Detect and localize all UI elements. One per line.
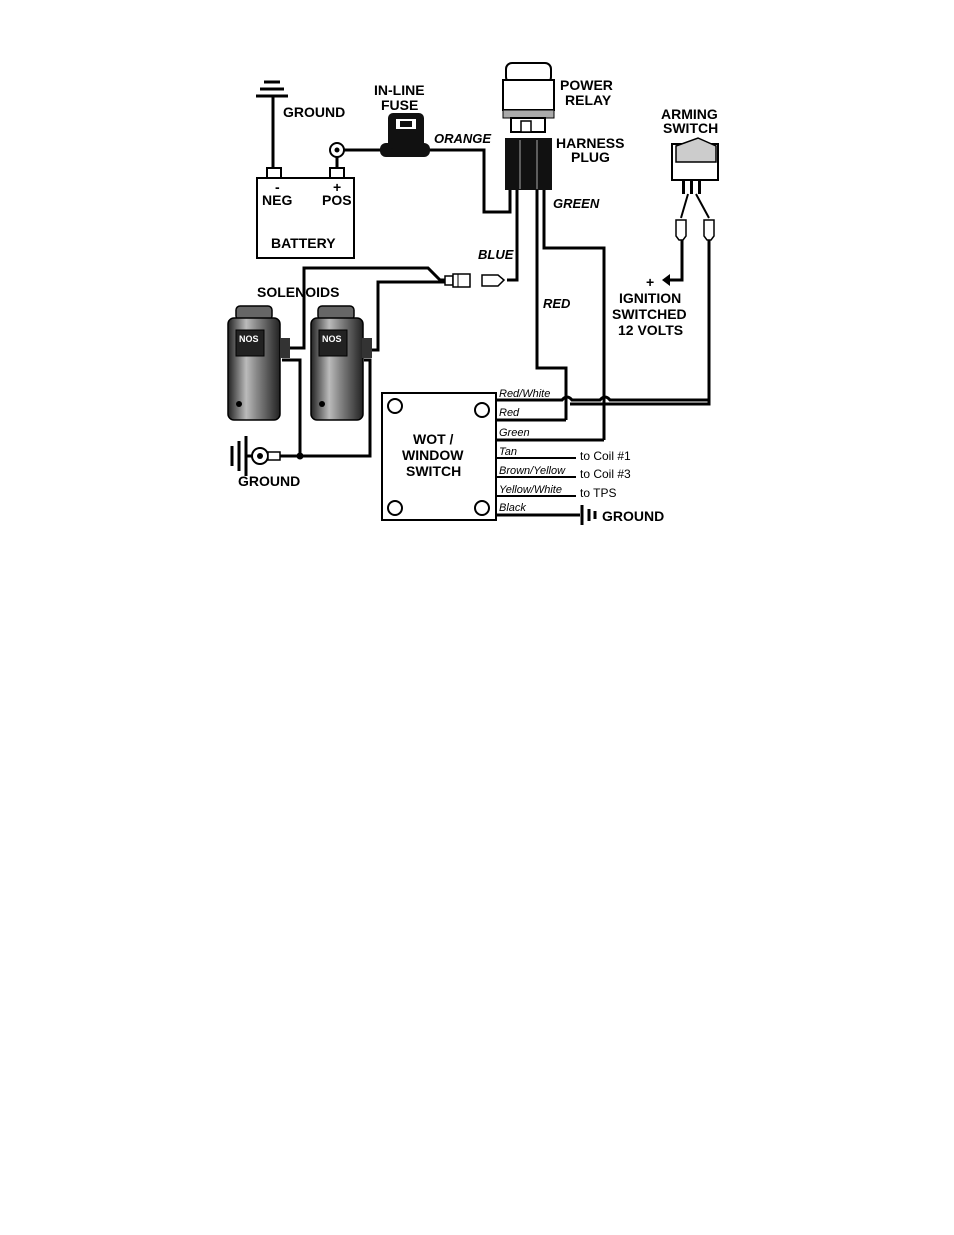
ground-symbol-left (232, 436, 280, 476)
wire-label-brown-yellow: Brown/Yellow (499, 465, 566, 477)
power-relay-icon (503, 63, 554, 132)
wire-label-green: Green (499, 427, 530, 439)
spade-connector-icon (676, 220, 686, 240)
arming-label-line2: SWITCH (663, 120, 718, 136)
relay-label-line1: POWER (560, 77, 613, 93)
ground-symbol-top (256, 82, 288, 170)
dest-tps: to TPS (580, 486, 616, 500)
solenoids-label: SOLENOIDS (257, 284, 339, 300)
relay-label-line2: RELAY (565, 92, 612, 108)
fuse-label-line2: FUSE (381, 97, 418, 113)
ignition-label-line3: 12 VOLTS (618, 322, 683, 338)
inline-fuse-icon (380, 113, 430, 157)
solenoid-icon: NOS (228, 306, 290, 420)
blue-wire-label: BLUE (478, 247, 514, 262)
orange-wire-label: ORANGE (434, 131, 491, 146)
wire-label-yellow-white: Yellow/White (499, 484, 562, 496)
ground-top-label: GROUND (283, 104, 345, 120)
ignition-label-line1: IGNITION (619, 290, 681, 306)
dest-coil-3: to Coil #3 (580, 467, 631, 481)
ground-right-label: GROUND (602, 508, 664, 524)
spade-connector-icon (704, 220, 714, 240)
wot-label-line3: SWITCH (406, 463, 461, 479)
wot-label-line2: WINDOW (402, 447, 464, 463)
fuse-label-line1: IN-LINE (374, 82, 425, 98)
solenoid-icon: NOS (311, 306, 372, 420)
harness-label-line2: PLUG (571, 149, 610, 165)
bullet-connector-icon (445, 274, 504, 287)
ground-left-label: GROUND (238, 473, 300, 489)
wire-label-tan: Tan (499, 446, 517, 458)
pos-terminal-label: POS (322, 192, 352, 208)
wire-label-black: Black (499, 502, 526, 514)
wire-label-red: Red (499, 407, 520, 419)
ignition-label-line2: SWITCHED (612, 306, 687, 322)
ground-symbol-right (582, 505, 595, 525)
wot-label-line1: WOT / (413, 431, 454, 447)
green-wire-label: GREEN (553, 196, 600, 211)
nos-logo-text: NOS (322, 334, 342, 344)
neg-terminal-label: NEG (262, 192, 292, 208)
nos-logo-text: NOS (239, 334, 259, 344)
battery-label: BATTERY (271, 235, 336, 251)
harness-plug-icon (505, 138, 552, 190)
red-wire-label: RED (543, 296, 571, 311)
plus-sign: + (646, 274, 654, 290)
arming-switch-icon (672, 138, 718, 194)
wire-label-red-white: Red/White (499, 388, 550, 400)
arrow-left-icon (662, 274, 670, 286)
dest-coil-1: to Coil #1 (580, 449, 631, 463)
